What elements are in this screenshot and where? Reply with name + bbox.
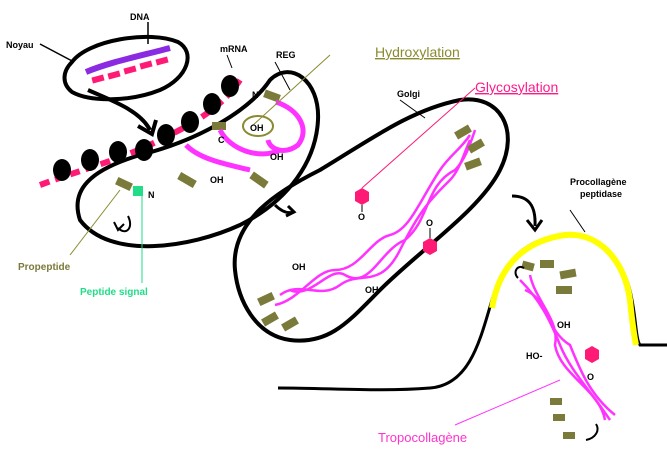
label-oh-5: OH [365,285,379,295]
label-tropocollagene: Tropocollagène [378,430,467,445]
label-peptide-signal: Peptide signal [80,287,148,298]
label-n-top: N [252,90,259,100]
label-ho: HO- [526,351,543,361]
label-procollagene-2: peptidase [580,189,622,199]
golgi [235,99,508,340]
secretion-vesicle [278,235,667,440]
label-n-bottom: N [148,190,155,200]
label-hydroxylation: Hydroxylation [375,44,460,60]
label-glycosylation: Glycosylation [475,79,558,95]
label-oh-3: OH [210,175,224,185]
golgi-procollagen-helix [275,130,475,305]
label-o-3: O [587,372,594,382]
label-propeptide: Propeptide [18,262,71,273]
nucleus [65,37,188,99]
label-reg: REG [276,50,296,60]
label-procollagene-1: Procollagène [570,177,627,187]
label-oh-1: OH [250,123,264,133]
label-noyau: Noyau [6,40,34,50]
label-oh-2: OH [270,152,284,162]
label-o-1: O [358,212,365,222]
label-mrna: mRNA [220,44,248,54]
arrow-golgi-to-cell [512,196,535,226]
tropocollagen-helix [520,275,615,420]
label-oh-6: OH [557,320,571,330]
label-golgi: Golgi [397,89,420,99]
label-dna: DNA [130,12,150,22]
label-oh-4: OH [292,262,306,272]
label-o-2: O [426,218,433,228]
label-c: C [218,135,225,145]
signal-peptide-mark [133,186,143,196]
